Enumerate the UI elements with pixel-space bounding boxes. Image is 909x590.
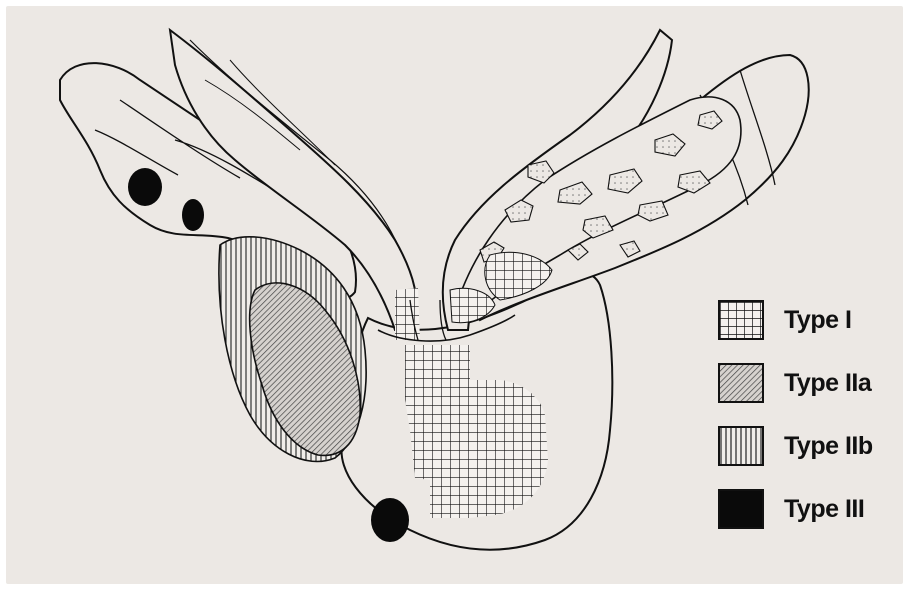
legend-label-type-iii: Type III	[784, 493, 864, 525]
legend-item-type-iia: Type IIa	[718, 363, 898, 403]
diagonal-pattern-swatch-icon	[718, 363, 764, 403]
vertical-stripe-swatch-icon	[718, 426, 764, 466]
type-iii-nodule-3	[371, 498, 409, 542]
solid-black-swatch-icon	[718, 489, 764, 529]
legend-item-type-i: Type I	[718, 300, 898, 340]
legend-item-type-iib: Type IIb	[718, 426, 898, 466]
type-iii-nodule-1	[128, 168, 162, 206]
legend-label-type-i: Type I	[784, 304, 851, 336]
legend-item-type-iii: Type III	[718, 489, 898, 529]
legend-label-type-iib: Type IIb	[784, 430, 873, 462]
type-iii-nodule-2	[182, 199, 204, 231]
legend-label-type-iia: Type IIa	[784, 367, 871, 399]
grid-pattern-swatch-icon	[718, 300, 764, 340]
